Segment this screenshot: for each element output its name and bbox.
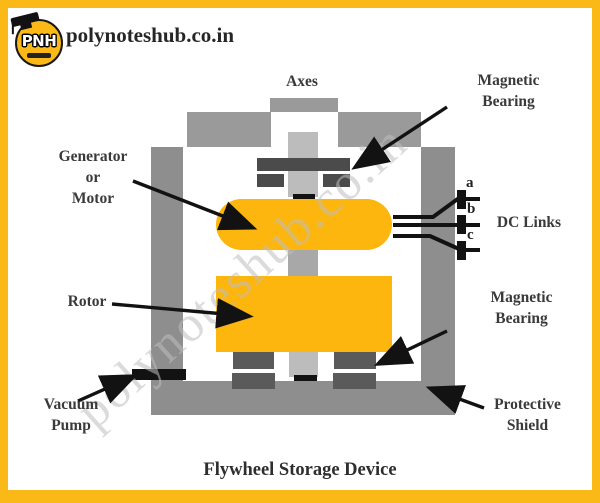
label-terminal-a: a xyxy=(466,175,474,191)
dc-terminal-a-stub xyxy=(466,197,480,201)
frame-border-left xyxy=(0,0,8,503)
axes-top-bar xyxy=(270,98,338,112)
label-magnetic-bearing-top: Magnetic Bearing xyxy=(477,72,540,110)
top-support-right xyxy=(338,112,421,147)
magnetic-bearing-top-bar xyxy=(257,158,350,171)
bearing-bottom-left-upper xyxy=(233,352,274,369)
graduation-cap-icon xyxy=(10,11,40,28)
dc-terminal-b xyxy=(457,215,466,234)
frame-border-bottom xyxy=(0,490,600,503)
logo-initials: PNH xyxy=(21,32,57,50)
shaft-coupling-bottom xyxy=(294,375,317,381)
shaft-coupling-top xyxy=(293,194,315,200)
shield-bottom xyxy=(151,381,455,415)
label-magnetic-bearing-bottom: Magnetic Bearing xyxy=(490,289,553,327)
label-terminal-c: c xyxy=(467,227,474,243)
frame-border-top xyxy=(0,0,600,8)
bearing-bottom-right-upper xyxy=(334,352,376,369)
label-rotor: Rotor xyxy=(67,293,107,310)
shaft-middle xyxy=(288,250,318,277)
site-name: polynoteshub.co.in xyxy=(66,23,235,47)
rotor-body xyxy=(216,276,392,352)
bearing-bottom-left-lower xyxy=(232,373,275,389)
vacuum-pump-port xyxy=(132,369,186,380)
bearing-pad-top-left xyxy=(257,174,284,187)
diagram-title: Flywheel Storage Device xyxy=(203,460,397,480)
label-protective-shield: Protective Shield xyxy=(494,396,561,434)
generator-motor-body xyxy=(216,199,392,250)
label-terminal-b: b xyxy=(467,201,476,217)
shaft-lower xyxy=(289,352,318,377)
bearing-bottom-right-lower xyxy=(333,373,376,389)
top-support-left xyxy=(187,112,271,147)
dc-terminal-a xyxy=(457,190,466,209)
label-vacuum-pump: Vacuum Pump xyxy=(43,396,99,434)
frame-border-right xyxy=(592,0,600,503)
bearing-pad-top-right xyxy=(323,174,350,187)
pnh-logo: PNH xyxy=(10,11,63,67)
dc-terminal-c-stub xyxy=(466,248,480,252)
label-generator-motor: Generator or Motor xyxy=(58,148,128,207)
shield-wall-right xyxy=(421,147,455,415)
label-dc-links: DC Links xyxy=(496,214,562,231)
dc-terminal-c xyxy=(457,241,466,260)
logo-banner xyxy=(27,53,51,58)
dc-terminal-b-stub xyxy=(466,223,480,227)
label-axes: Axes xyxy=(286,73,318,90)
